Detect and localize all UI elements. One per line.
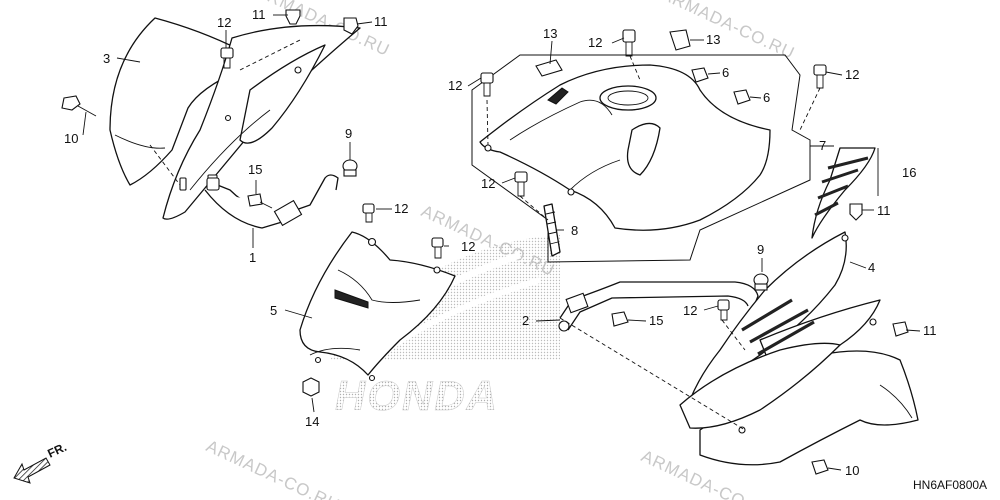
callout-11: 11 — [252, 7, 266, 22]
callout-15: 15 — [248, 162, 262, 177]
callout-13: 13 — [543, 26, 557, 41]
callout-9: 9 — [345, 126, 352, 141]
callout-12: 12 — [481, 176, 495, 191]
clip-11-top-a — [285, 9, 301, 25]
bolt-12-tank-b — [480, 72, 494, 97]
clip-11-right-b — [892, 321, 909, 337]
callout-10: 10 — [64, 131, 78, 146]
callout-9: 9 — [757, 242, 764, 257]
part-1-stay — [204, 174, 339, 229]
bolt-12-cover-b — [431, 237, 444, 259]
callout-6: 6 — [763, 90, 770, 105]
part-2-stay — [558, 281, 759, 332]
callout-12: 12 — [588, 35, 602, 50]
callout-3: 3 — [103, 51, 110, 66]
direction-arrow-icon — [13, 457, 51, 484]
callout-8: 8 — [571, 223, 578, 238]
callout-12: 12 — [461, 239, 475, 254]
bolt-12-cover-a — [362, 203, 375, 223]
callout-5: 5 — [270, 303, 277, 318]
callout-6: 6 — [722, 65, 729, 80]
bolt-12-lower — [717, 299, 730, 321]
callout-12: 12 — [448, 78, 462, 93]
callout-10: 10 — [845, 463, 859, 478]
bolt-15-upper — [247, 193, 273, 209]
bolt-12-tank-c — [514, 171, 528, 197]
callout-7: 7 — [819, 138, 826, 153]
callout-2: 2 — [522, 313, 529, 328]
callout-13: 13 — [706, 32, 720, 47]
grommet-9-lower — [753, 273, 769, 291]
bolt-12-tank-a — [622, 29, 636, 57]
clip-11-top-b — [343, 17, 359, 35]
part-4-fender — [679, 231, 919, 466]
callout-1: 1 — [249, 250, 256, 265]
callout-11: 11 — [923, 323, 937, 338]
part-7-tank-cover — [471, 54, 811, 263]
callout-16: 16 — [902, 165, 916, 180]
part-3-visor — [109, 17, 361, 220]
callout-15: 15 — [649, 313, 663, 328]
grommet-9-upper — [342, 159, 358, 177]
callout-12: 12 — [217, 15, 231, 30]
callout-12: 12 — [394, 201, 408, 216]
part-5-front-cover — [299, 231, 456, 382]
callout-labels: 3 10 12 11 11 9 15 1 12 12 5 14 13 12 13… — [64, 7, 937, 478]
diagram-code: HN6AF0800A — [913, 478, 987, 492]
callout-4: 4 — [868, 260, 875, 275]
clip-13-b — [669, 29, 691, 51]
leader-lines — [82, 14, 921, 471]
clip-11-right-a — [849, 203, 863, 221]
watermark: ARMADA-CO.RU — [203, 436, 343, 500]
bolt-12-visor — [220, 47, 234, 69]
clip-6-b — [733, 89, 751, 105]
honda-logo-text: HONDA — [335, 372, 499, 419]
clip-13-a — [535, 59, 563, 77]
callout-11: 11 — [877, 203, 891, 218]
callout-12: 12 — [683, 303, 697, 318]
bolt-10-left — [61, 95, 97, 117]
nut-14 — [302, 377, 320, 397]
direction-label: FR. — [45, 440, 68, 461]
bolt-12-tank-d — [813, 64, 827, 89]
clip-6-a — [691, 67, 709, 83]
bolt-15-lower — [611, 311, 629, 327]
callout-12: 12 — [845, 67, 859, 82]
fasteners — [61, 9, 909, 475]
callout-11: 11 — [374, 14, 388, 29]
callout-14: 14 — [305, 414, 319, 429]
part-8-seal — [543, 203, 561, 257]
bolt-10-lower — [811, 459, 829, 475]
front-direction-indicator: FR. — [13, 440, 69, 484]
part-16-decal — [811, 147, 876, 239]
